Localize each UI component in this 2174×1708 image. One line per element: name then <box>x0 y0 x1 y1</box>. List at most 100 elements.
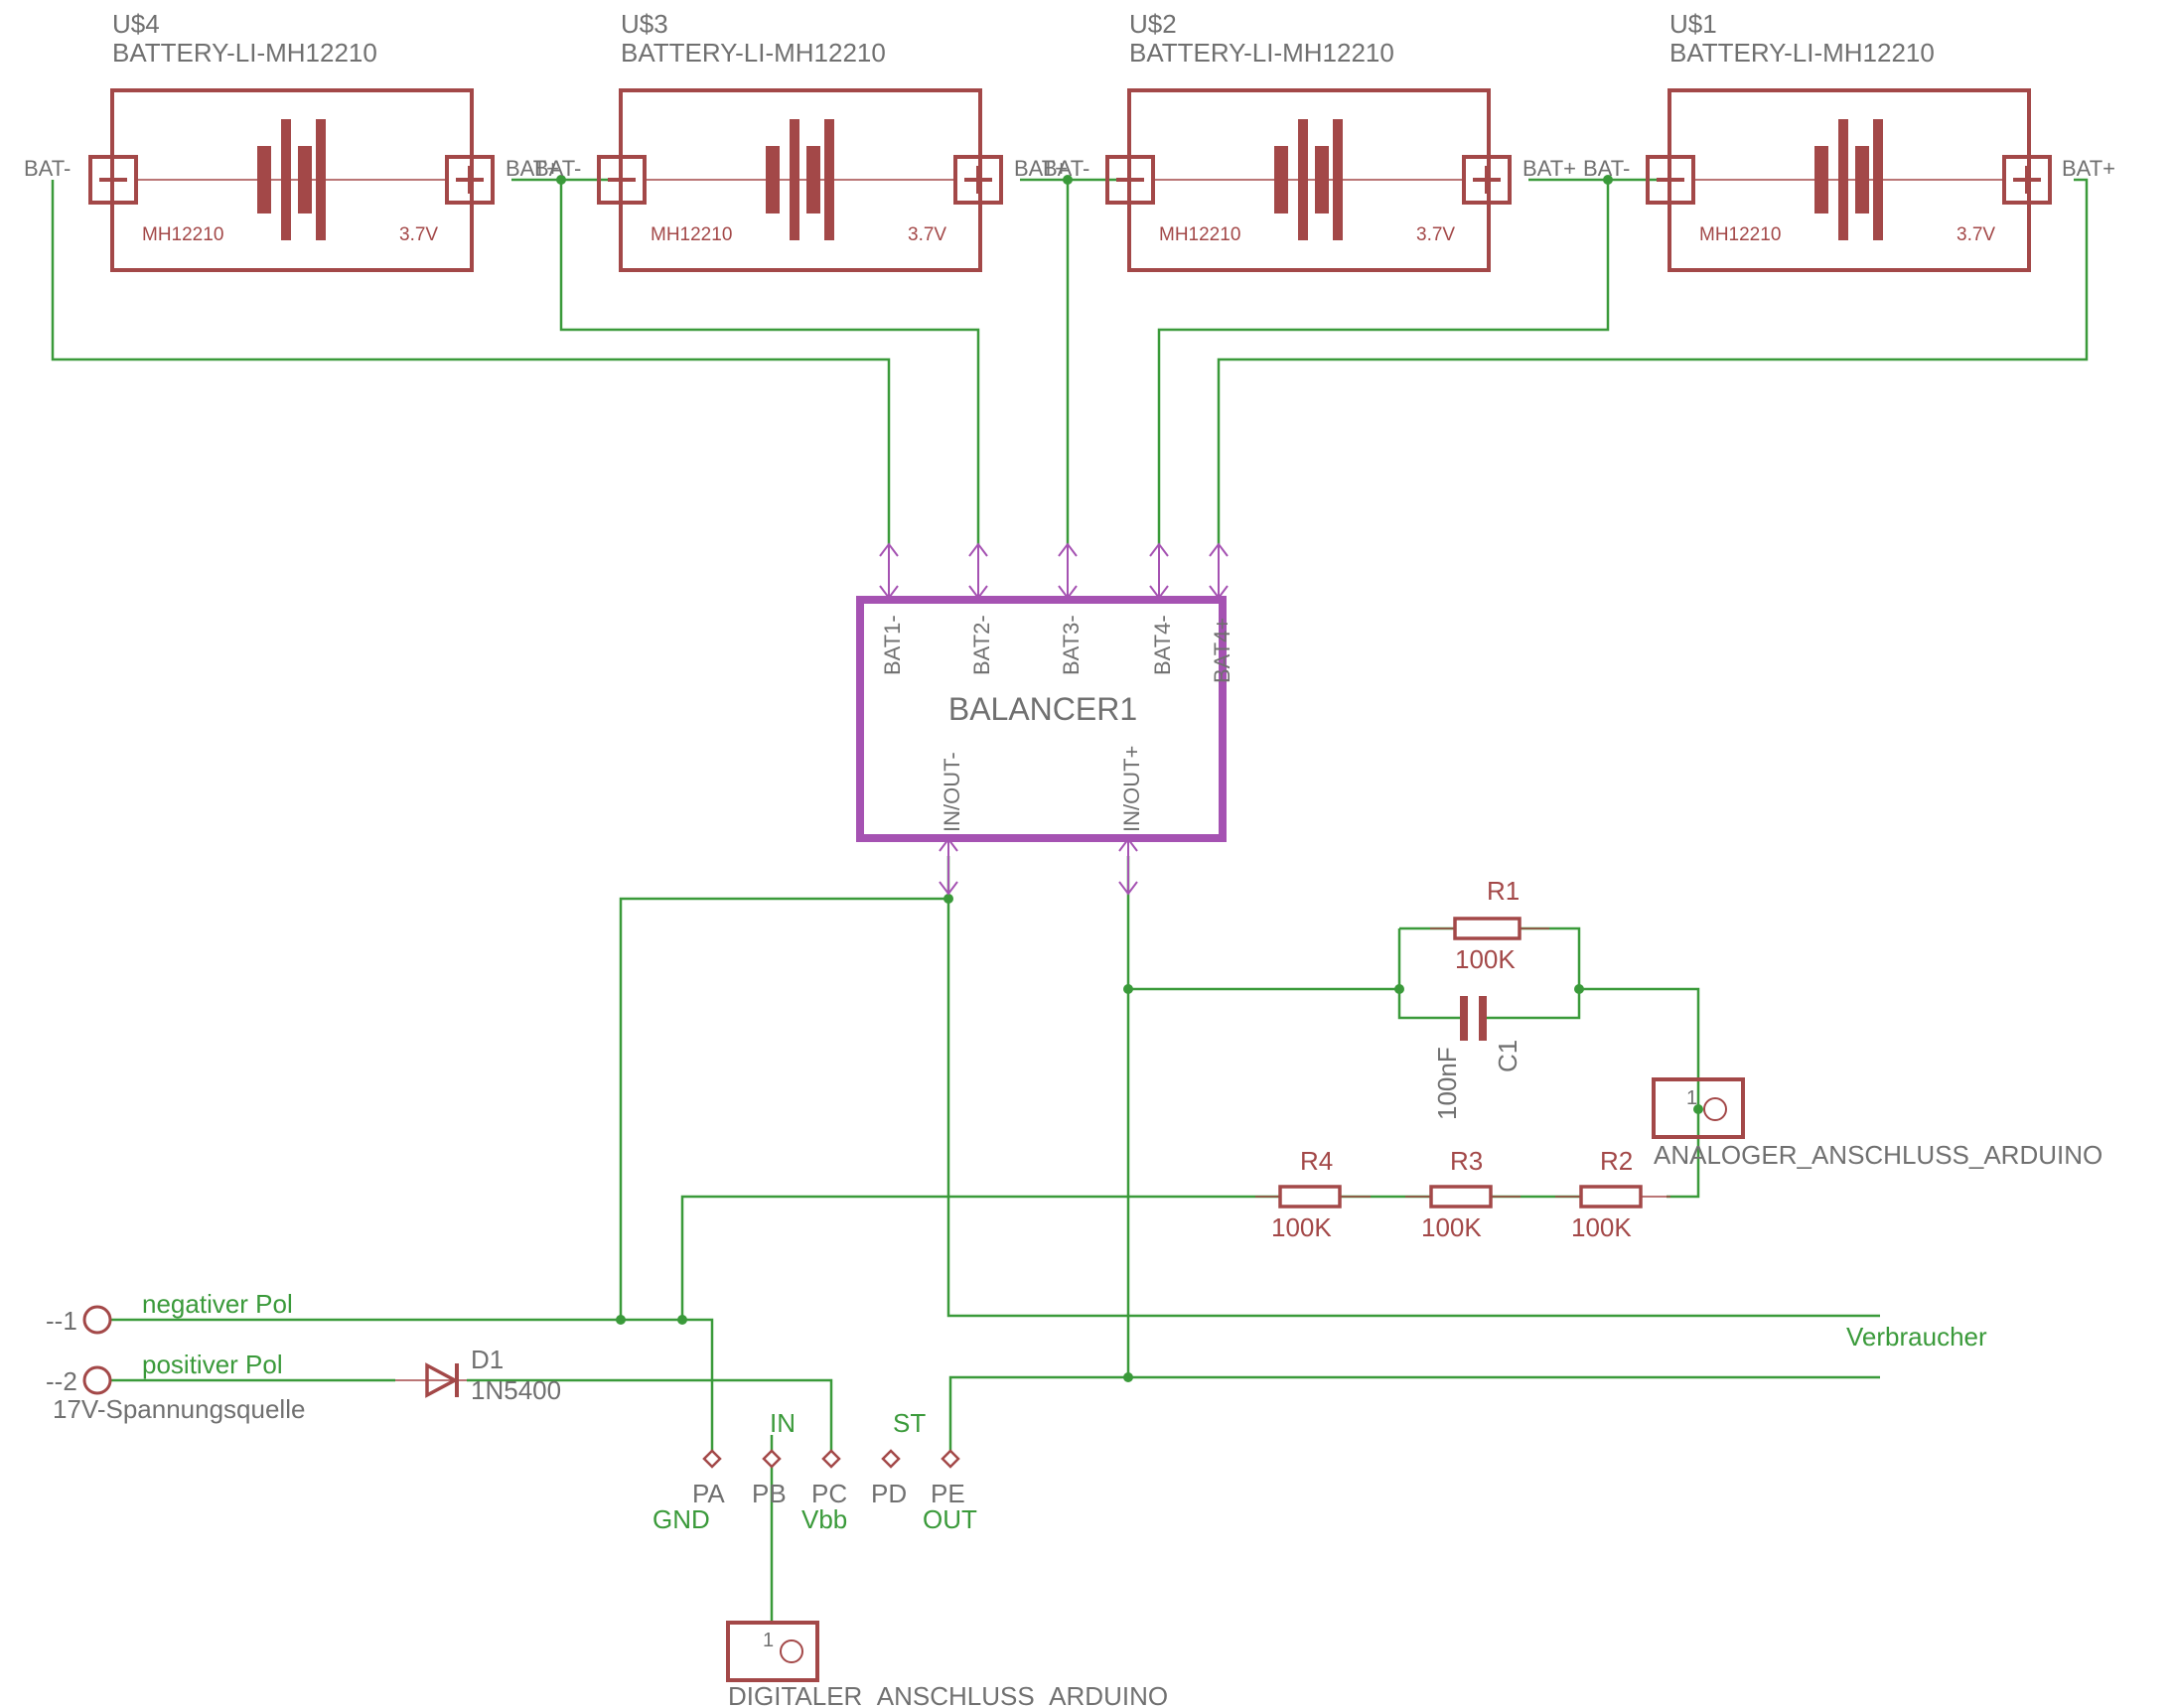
module-pin-pa-label: PA <box>692 1479 725 1508</box>
resistor-r4-body <box>1278 1185 1342 1209</box>
battery-u3-cell-long2 <box>824 119 834 240</box>
net-label-out: OUT <box>923 1504 977 1534</box>
module-pin-pb-icon[interactable] <box>762 1449 782 1469</box>
battery-u1-model: MH12210 <box>1699 224 1781 245</box>
wire-rc-network <box>1128 926 1700 1199</box>
analog-connector-pad <box>1703 1097 1727 1121</box>
junctions <box>556 175 1703 1382</box>
battery-u2-cell-short2 <box>1315 146 1329 214</box>
balancer-pin-bat4-arrow <box>1149 542 1169 600</box>
net-label-gnd: GND <box>652 1504 710 1534</box>
battery-u2[interactable]: U$2 BATTERY-LI-MH12210 MH12210 3.7V BAT-… <box>1043 9 1576 272</box>
source-pin1-label: --1 <box>46 1306 77 1336</box>
battery-u1-name: U$1 <box>1669 9 1717 39</box>
battery-u1-pin-neg: BAT- <box>1583 156 1630 181</box>
digital-connector-name: DIGITALER_ANSCHLUSS_ARDUINO <box>728 1681 1168 1708</box>
source-pin2-label: --2 <box>46 1366 77 1396</box>
module-pin-pa-icon[interactable] <box>702 1449 722 1469</box>
resistor-r2[interactable]: R2 100K <box>1555 1146 1670 1242</box>
resistor-r4[interactable]: R4 100K <box>1255 1146 1371 1242</box>
digital-connector-pad <box>780 1639 803 1663</box>
wires <box>51 178 2089 1623</box>
battery-u4-minus-terminal[interactable] <box>88 155 138 205</box>
net-label-in: IN <box>770 1408 796 1438</box>
capacitor-c1[interactable]: 100nF C1 <box>1432 996 1522 1120</box>
balancer[interactable]: BALANCER1 BAT1- BAT2- BAT3- BAT4- BAT4+ … <box>856 542 1234 896</box>
battery-u3-pin-neg: BAT- <box>534 156 581 181</box>
resistor-r1[interactable]: R1 100K <box>1430 876 1549 974</box>
battery-u3-name: U$3 <box>621 9 668 39</box>
wire-inout-minus <box>619 856 1880 1318</box>
balancer-pin-inout-minus-arrow <box>939 837 958 896</box>
battery-u3-model: MH12210 <box>651 224 732 245</box>
battery-u1-cell-long <box>1838 119 1848 240</box>
battery-u1-minus-terminal[interactable] <box>1646 155 1695 205</box>
source-pin1-pad[interactable] <box>82 1305 112 1335</box>
module-pin-pd-icon[interactable] <box>881 1449 901 1469</box>
battery-u1[interactable]: U$1 BATTERY-LI-MH12210 MH12210 3.7V BAT-… <box>1583 9 2115 272</box>
battery-u2-pin-neg: BAT- <box>1043 156 1089 181</box>
battery-u2-minus-terminal[interactable] <box>1105 155 1155 205</box>
junction-dot <box>1693 1104 1703 1114</box>
battery-u3-cell-short2 <box>806 146 820 214</box>
battery-u3[interactable]: U$3 BATTERY-LI-MH12210 MH12210 3.7V BAT-… <box>534 9 1068 272</box>
battery-u4[interactable]: U$4 BATTERY-LI-MH12210 MH12210 3.7V BAT-… <box>24 9 559 272</box>
digital-connector[interactable]: 1 DIGITALER_ANSCHLUSS_ARDUINO <box>726 1621 1168 1708</box>
load-label: Verbraucher <box>1846 1322 1987 1352</box>
battery-u3-minus-terminal[interactable] <box>597 155 647 205</box>
capacitor-c1-name: C1 <box>1493 1040 1522 1072</box>
module-pin-pe-icon[interactable] <box>941 1449 960 1469</box>
resistor-r2-value: 100K <box>1571 1212 1632 1242</box>
battery-u2-plus-terminal[interactable] <box>1462 155 1512 205</box>
resistor-r3[interactable]: R3 100K <box>1405 1146 1521 1242</box>
battery-u3-value: BATTERY-LI-MH12210 <box>621 38 886 68</box>
module-pins[interactable]: PA PB PC PD PE GND IN Vbb ST OUT <box>652 1408 977 1534</box>
junction-dot <box>677 1315 687 1325</box>
battery-u2-voltage: 3.7V <box>1416 224 1455 245</box>
resistor-r3-name: R3 <box>1450 1146 1483 1176</box>
battery-u3-plus-terminal[interactable] <box>953 155 1003 205</box>
junction-dot <box>556 175 566 185</box>
analog-connector-name: ANALOGER_ANSCHLUSS_ARDUINO <box>1654 1140 2102 1170</box>
balancer-pin-inout-minus-label: IN/OUT- <box>940 752 964 832</box>
module-pin-pc-icon[interactable] <box>821 1449 841 1469</box>
capacitor-c1-value: 100nF <box>1432 1047 1462 1120</box>
plus-icon <box>2013 166 2041 194</box>
net-label-st: ST <box>893 1408 926 1438</box>
battery-u3-voltage: 3.7V <box>908 224 946 245</box>
wire-inout-plus <box>948 856 1880 1459</box>
battery-u2-pin-pos: BAT+ <box>1522 156 1576 181</box>
junction-dot <box>1123 1372 1133 1382</box>
diode-d1[interactable]: D1 1N5400 <box>395 1345 561 1405</box>
balancer-pin-bat3-label: BAT3- <box>1059 615 1084 675</box>
analog-connector-body <box>1652 1077 1745 1139</box>
battery-u4-cell-short <box>257 146 271 214</box>
source-pin2-pad[interactable] <box>82 1365 112 1395</box>
battery-u1-pin-pos: BAT+ <box>2062 156 2115 181</box>
junction-dot <box>1574 984 1584 994</box>
battery-u1-plus-terminal[interactable] <box>2002 155 2052 205</box>
battery-u4-cell-short2 <box>298 146 312 214</box>
source-name: 17V-Spannungsquelle <box>53 1394 305 1424</box>
battery-u4-plus-terminal[interactable] <box>445 155 495 205</box>
battery-u3-cell-long <box>790 119 799 240</box>
battery-u3-pin-pos: BAT+ <box>1014 156 1068 181</box>
balancer-pin-bat4plus-label: BAT4+ <box>1210 618 1234 683</box>
diode-d1-value: 1N5400 <box>471 1375 561 1405</box>
battery-u1-voltage: 3.7V <box>1957 224 1995 245</box>
junction-dot <box>1603 175 1613 185</box>
battery-u2-model: MH12210 <box>1159 224 1240 245</box>
resistor-r1-value: 100K <box>1455 944 1516 974</box>
balancer-pin-bat4plus-arrow <box>1209 542 1229 600</box>
battery-u4-name: U$4 <box>112 9 160 39</box>
battery-u4-cell-long2 <box>316 119 326 240</box>
module-pin-pd-label: PD <box>871 1479 907 1508</box>
wire-positive-pol <box>111 1378 833 1459</box>
battery-u3-cell-short <box>766 146 780 214</box>
voltage-source[interactable]: --1 --2 negativer Pol positiver Pol 17V-… <box>46 1289 305 1424</box>
resistor-r4-value: 100K <box>1271 1212 1332 1242</box>
balancer-pin-inout-plus-label: IN/OUT+ <box>1119 746 1144 832</box>
analog-connector[interactable]: 1 ANALOGER_ANSCHLUSS_ARDUINO <box>1652 1077 2102 1170</box>
junction-dot <box>1394 984 1404 994</box>
wire-u4-neg-bat1 <box>51 180 891 544</box>
